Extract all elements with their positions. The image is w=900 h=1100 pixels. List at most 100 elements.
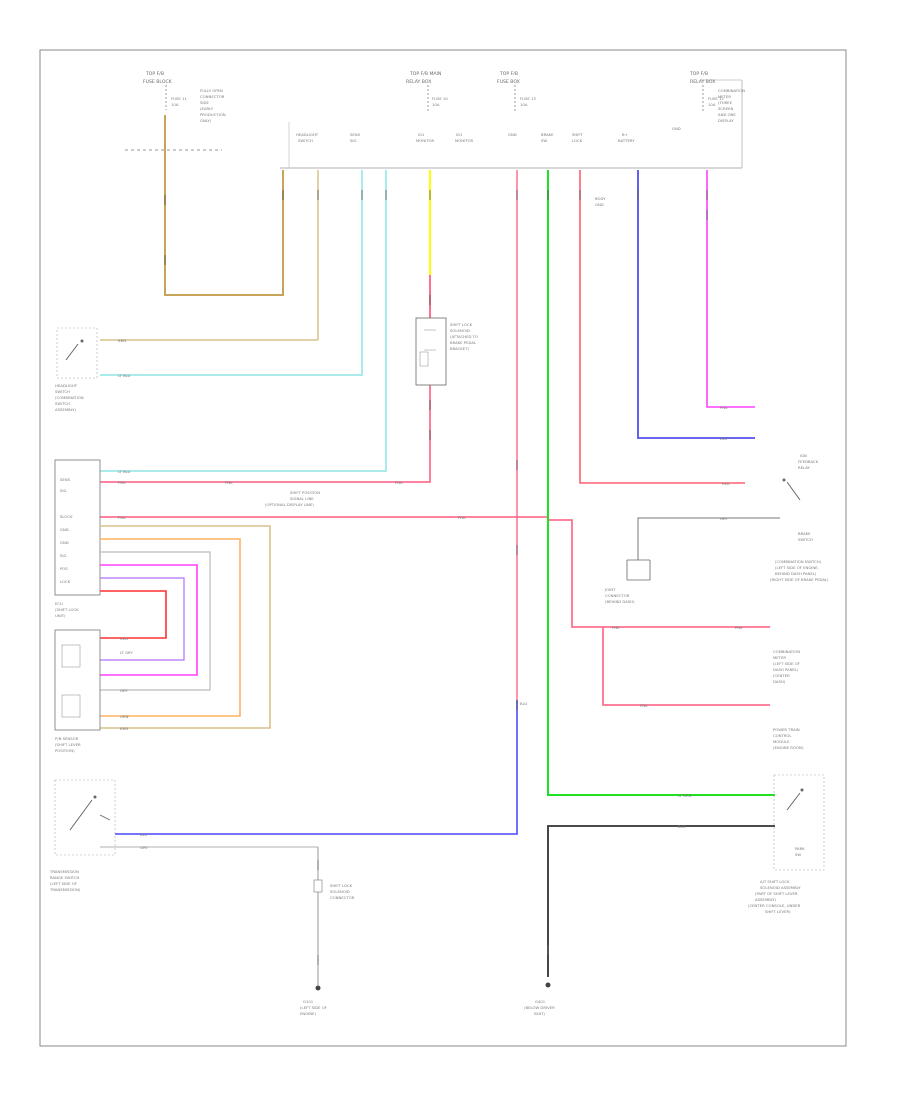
svg-text:FUSE BLOCK: FUSE BLOCK [143, 79, 173, 85]
svg-text:(ATTACHED TO: (ATTACHED TO [450, 334, 478, 339]
svg-text:SWITCH: SWITCH [798, 537, 813, 542]
wire-bundle-gray [100, 551, 211, 691]
svg-text:RED: RED [722, 481, 730, 486]
svg-text:LOCK: LOCK [572, 138, 583, 143]
svg-text:LOCK: LOCK [60, 579, 71, 584]
wire-connector-marks [164, 190, 708, 965]
svg-text:(PART OF SHIFT LEVER: (PART OF SHIFT LEVER [755, 891, 798, 896]
svg-text:AND ONE: AND ONE [718, 112, 736, 117]
svg-text:POS: POS [60, 566, 68, 571]
svg-text:(BEHIND DASH): (BEHIND DASH) [605, 599, 635, 604]
svg-text:DASH): DASH) [773, 679, 786, 684]
svg-text:ASSEMBLY): ASSEMBLY) [55, 407, 77, 412]
wire-tan-left [164, 115, 284, 296]
svg-text:CONTROL: CONTROL [773, 733, 792, 738]
svg-text:10A: 10A [708, 102, 716, 107]
svg-text:METER: METER [773, 655, 786, 660]
svg-text:FUSE 10: FUSE 10 [432, 96, 448, 101]
wire-cyan-1 [100, 170, 363, 376]
svg-text:ORN: ORN [120, 714, 129, 719]
connector-icon [313, 879, 323, 893]
svg-text:(CENTER CONSOLE, UNDER: (CENTER CONSOLE, UNDER [748, 903, 801, 908]
svg-text:(COMBINATION SWITCH): (COMBINATION SWITCH) [775, 559, 822, 564]
wire-bundle-purple [100, 577, 185, 661]
svg-text:DASH PANEL): DASH PANEL) [773, 667, 799, 672]
fuse-block-left: TOP F/B FUSE BLOCK FUSE 11 10A FULLY OPE… [125, 71, 226, 151]
svg-text:PNK: PNK [612, 625, 620, 630]
svg-text:FEEDBACK: FEEDBACK [798, 459, 819, 464]
svg-text:SW: SW [541, 138, 547, 143]
relay-box [415, 317, 447, 386]
svg-text:SIG: SIG [350, 138, 357, 143]
control-unit-left [54, 459, 101, 596]
svg-text:(LEFT SIDE OF: (LEFT SIDE OF [773, 661, 800, 666]
svg-text:(BELOW DRIVER: (BELOW DRIVER [524, 1005, 555, 1010]
wire-pink-branch [602, 627, 770, 706]
svg-text:BLU: BLU [720, 436, 728, 441]
svg-text:SOLENOID: SOLENOID [450, 328, 470, 333]
wire-gray-right [637, 517, 780, 560]
switch-icon [56, 327, 98, 379]
svg-text:BRN: BRN [120, 726, 128, 731]
svg-text:GRY: GRY [140, 845, 148, 850]
svg-text:PNK: PNK [395, 480, 403, 485]
svg-text:BODY: BODY [595, 196, 606, 201]
svg-text:GND: GND [508, 132, 517, 137]
svg-text:UNIT): UNIT) [55, 613, 66, 618]
svg-text:(ENGINE ROOM): (ENGINE ROOM) [773, 745, 804, 750]
svg-text:ECU: ECU [55, 601, 63, 606]
svg-text:BRAKE: BRAKE [798, 531, 811, 536]
svg-text:POWER TRAIN: POWER TRAIN [773, 727, 800, 732]
svg-text:GRY: GRY [720, 516, 728, 521]
diagram-frame [39, 49, 847, 1047]
svg-text:A/T SHIFT LOCK: A/T SHIFT LOCK [760, 879, 790, 884]
wire-bundle-tan [100, 525, 271, 729]
svg-text:RED: RED [120, 636, 128, 641]
svg-text:SHIFT POSITION: SHIFT POSITION [290, 490, 320, 495]
wire-bundle-red [100, 590, 167, 639]
svg-text:SIDE: SIDE [200, 100, 209, 105]
svg-text:PNK: PNK [720, 405, 728, 410]
svg-text:TRANSMISSION: TRANSMISSION [49, 869, 79, 874]
wire-blue-long [115, 700, 518, 835]
svg-text:METER: METER [718, 94, 731, 99]
svg-text:IG1: IG1 [418, 132, 425, 137]
svg-text:FULLY OPEN: FULLY OPEN [200, 88, 223, 93]
svg-text:JOINT: JOINT [604, 587, 616, 592]
wire-pink-long [100, 516, 770, 628]
svg-text:TRANSMISSION): TRANSMISSION) [49, 887, 81, 892]
wire-labels: BRN LT BLU LT BLU PNK PNK PNK PNK PNK SH… [118, 338, 743, 850]
svg-text:SHIFT LEVER): SHIFT LEVER) [765, 909, 791, 914]
svg-text:HEADLIGHT: HEADLIGHT [296, 132, 319, 137]
svg-text:GND: GND [60, 540, 69, 545]
svg-text:BLK: BLK [678, 824, 686, 829]
svg-text:PNK: PNK [640, 703, 648, 708]
svg-text:BRAKE PEDAL: BRAKE PEDAL [450, 340, 477, 345]
svg-text:P/N SENSOR: P/N SENSOR [55, 736, 79, 741]
ground-point-center [545, 982, 551, 988]
svg-text:CONNECTOR: CONNECTOR [605, 593, 630, 598]
svg-text:PARK: PARK [795, 846, 805, 851]
position-sensor-box [54, 629, 101, 731]
svg-text:GND: GND [672, 126, 681, 131]
svg-text:PNK: PNK [225, 480, 233, 485]
svg-text:SHIFT LOCK: SHIFT LOCK [330, 883, 353, 888]
svg-text:(EARLY: (EARLY [200, 106, 214, 111]
svg-text:10A: 10A [520, 102, 528, 107]
svg-text:FUSE 11: FUSE 11 [171, 96, 187, 101]
svg-text:CONNECTOR: CONNECTOR [200, 94, 225, 99]
svg-text:(COMBINATION: (COMBINATION [55, 395, 84, 400]
svg-text:B+: B+ [622, 132, 628, 137]
svg-text:POSITION): POSITION) [55, 748, 75, 753]
wire-bundle-orange [100, 538, 241, 717]
svg-text:MODULE: MODULE [773, 739, 790, 744]
svg-text:SOLENOID ASSEMBLY: SOLENOID ASSEMBLY [760, 885, 801, 890]
svg-text:BLU: BLU [520, 701, 528, 706]
svg-text:SIG: SIG [60, 553, 67, 558]
svg-text:(LEFT SIDE OF: (LEFT SIDE OF [50, 881, 77, 886]
svg-text:SHIFT LOCK: SHIFT LOCK [450, 322, 473, 327]
svg-text:TOP F/B MAIN: TOP F/B MAIN [409, 71, 441, 77]
wire-red-right [579, 170, 745, 484]
svg-text:SIG: SIG [60, 488, 67, 493]
